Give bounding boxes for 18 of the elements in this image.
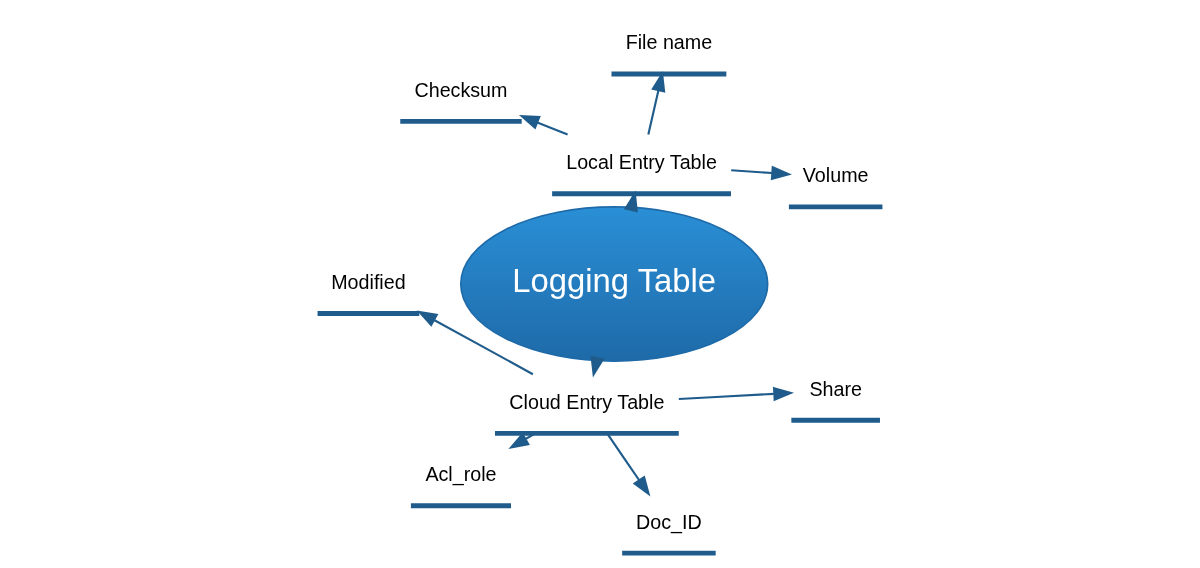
arrow: [647, 70, 666, 135]
node-text: Modified: [331, 271, 406, 294]
arrow: [606, 432, 651, 497]
arrow: [731, 165, 792, 181]
arrow: [416, 310, 534, 376]
arrow: [590, 355, 605, 378]
node-text: Share: [809, 377, 862, 400]
node-text: Cloud Entry Table: [509, 390, 665, 413]
node-text: Checksum: [414, 78, 508, 101]
node-text: Doc_ID: [636, 510, 702, 533]
node-text: Volume: [802, 164, 869, 187]
arrow: [678, 386, 794, 402]
arrow: [518, 115, 568, 136]
node-text: Local Entry Table: [566, 151, 717, 174]
node-text: File name: [625, 31, 713, 54]
arrow: [623, 190, 638, 213]
node-text: Acl_role: [425, 463, 497, 486]
arrow: [508, 432, 536, 449]
